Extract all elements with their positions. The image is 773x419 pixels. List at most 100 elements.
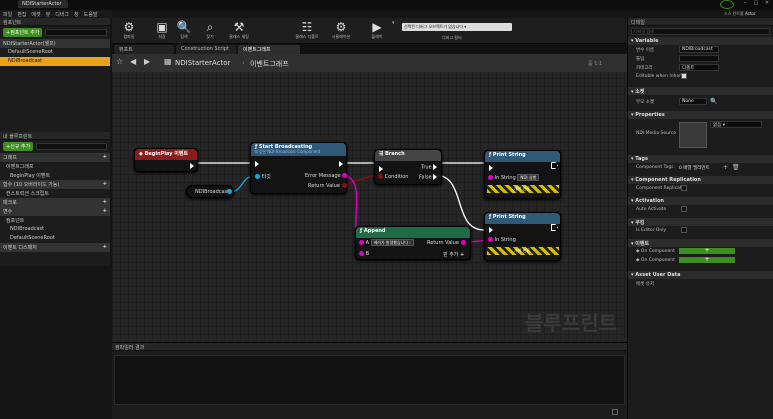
trash-icon[interactable]: 🗑 bbox=[732, 164, 740, 171]
exec-out-pin[interactable] bbox=[339, 161, 343, 167]
in-string-pin[interactable]: In String NDI 실행 bbox=[488, 174, 540, 181]
bp-item[interactable]: 컨스트럭션 스크립트 bbox=[6, 191, 49, 197]
append-a-pin[interactable]: A 에러가 발생했습니다 : bbox=[359, 239, 414, 246]
node-branch[interactable]: ⇶ Branch True Condition False bbox=[374, 149, 442, 185]
editor-only-checkbox[interactable] bbox=[681, 227, 687, 233]
add-section-icon[interactable]: + bbox=[102, 208, 107, 214]
in-string-pin[interactable]: In String bbox=[488, 237, 516, 243]
bp-item[interactable]: 이벤트그래프 bbox=[6, 164, 34, 170]
asset-thumbnail[interactable] bbox=[679, 122, 707, 148]
exec-in-pin[interactable] bbox=[489, 227, 493, 233]
breadcrumb-graph[interactable]: 이벤트그래프 bbox=[250, 60, 289, 68]
exec-out-pin[interactable] bbox=[190, 163, 194, 169]
append-b-pin[interactable]: B bbox=[359, 251, 369, 257]
components-search[interactable] bbox=[45, 29, 107, 36]
component-self[interactable]: NDIStarterActor(셀프) bbox=[0, 39, 110, 48]
window-tab[interactable]: NDIStarterActor bbox=[18, 0, 68, 8]
node-ndibroadcast-var[interactable]: NDIBroadcast bbox=[186, 185, 234, 198]
add-section-icon[interactable]: + bbox=[102, 154, 107, 160]
browse-button[interactable]: 🔍탐색 bbox=[169, 20, 199, 40]
bp-item[interactable]: DefaultSceneRoot bbox=[10, 235, 55, 241]
target-pin[interactable]: 타깃 bbox=[255, 173, 271, 180]
bp-section[interactable]: +그래프 bbox=[0, 153, 110, 162]
play-options-icon[interactable]: ▾ bbox=[392, 20, 395, 26]
section-variable[interactable]: ▾ Variable bbox=[628, 37, 773, 45]
my-blueprint-search[interactable] bbox=[36, 143, 107, 150]
exec-in-pin[interactable] bbox=[255, 161, 259, 167]
clear-results-icon[interactable] bbox=[612, 409, 618, 415]
simulation-button[interactable]: ⚙시뮬레이션 bbox=[326, 20, 356, 40]
star-icon[interactable]: ☆ bbox=[116, 57, 124, 66]
node-print-string-1[interactable]: ƒ Print String In String NDI 실행 개발 전용 bbox=[484, 150, 561, 199]
add-event-button-2[interactable]: + bbox=[679, 257, 735, 263]
compile-button[interactable]: ⚙컴파일 bbox=[114, 20, 144, 40]
breadcrumb-actor[interactable]: NDIStarterActor bbox=[175, 59, 231, 67]
bp-section[interactable]: +변수 bbox=[0, 207, 110, 216]
section-asset-user-data[interactable]: ▾ Asset User Data bbox=[628, 271, 773, 279]
exec-in-pin[interactable] bbox=[379, 166, 383, 172]
menu-edit[interactable]: 편집 bbox=[17, 12, 27, 18]
menu-asset[interactable]: 에셋 bbox=[31, 12, 41, 18]
menu-file[interactable]: 파일 bbox=[3, 12, 13, 18]
exec-out-pin[interactable] bbox=[551, 162, 558, 169]
debug-object-select[interactable]: 선택된 디버그 오브젝트가 없습니다 ▾ bbox=[402, 23, 512, 31]
append-return-pin[interactable]: Return Value bbox=[427, 240, 466, 246]
find-button[interactable]: ⌕찾기 bbox=[195, 20, 225, 40]
media-source-select[interactable]: 없음 ▾ bbox=[710, 121, 762, 128]
condition-pin[interactable]: Condition bbox=[378, 174, 408, 180]
event-graph[interactable]: ☆ ◀ ▶ ▦ NDIStarterActor › 이벤트그래프 줌 1:1 ◆… bbox=[112, 54, 627, 342]
add-event-button-1[interactable]: + bbox=[679, 248, 735, 254]
true-pin[interactable]: True bbox=[421, 164, 438, 171]
replicates-checkbox[interactable] bbox=[681, 185, 687, 191]
menu-window[interactable]: 창 bbox=[74, 12, 79, 18]
add-section-icon[interactable]: + bbox=[102, 244, 107, 250]
bp-item[interactable]: NDIBroadcast bbox=[10, 226, 45, 232]
add-section-icon[interactable]: + bbox=[102, 181, 107, 187]
details-search[interactable]: 디테일 검색 bbox=[631, 28, 770, 35]
bp-section[interactable]: +함수 (10 오버라이드 가능) bbox=[0, 180, 110, 189]
node-beginplay[interactable]: ◆ BeginPlay 이벤트 bbox=[134, 148, 198, 172]
section-tags[interactable]: ▾ Tags bbox=[628, 155, 773, 163]
bp-item[interactable]: 컴포넌트 bbox=[6, 218, 25, 224]
class-settings-button[interactable]: ⚒클래스 세팅 bbox=[224, 20, 254, 40]
component-defaultsceneroot[interactable]: DefaultSceneRoot bbox=[8, 49, 53, 55]
bp-section[interactable]: +매크로 bbox=[0, 198, 110, 207]
class-defaults-button[interactable]: ☷클래스 디폴트 bbox=[292, 20, 322, 40]
section-activation[interactable]: ▾ Activation bbox=[628, 197, 773, 205]
section-cooking[interactable]: ▾ 쿠킹 bbox=[628, 218, 773, 226]
maximize-icon[interactable]: □ bbox=[753, 0, 759, 6]
save-button[interactable]: ▣저장 bbox=[147, 20, 177, 40]
exec-in-pin[interactable] bbox=[489, 165, 493, 171]
tab-construction-script[interactable]: Construction Script bbox=[176, 45, 236, 54]
add-tag-icon[interactable]: + bbox=[723, 164, 729, 171]
section-events[interactable]: ▾ 이벤트 bbox=[628, 239, 773, 247]
exec-out-pin[interactable] bbox=[551, 224, 558, 231]
section-properties[interactable]: ▾ Properties bbox=[628, 111, 773, 119]
component-ndibroadcast[interactable]: NDIBroadcast bbox=[0, 57, 110, 66]
forward-icon[interactable]: ▶ bbox=[144, 57, 151, 66]
close-icon[interactable]: ✕ bbox=[764, 0, 770, 6]
add-component-button[interactable]: +컴포넌트 추가 bbox=[3, 28, 43, 37]
menu-view[interactable]: 뷰 bbox=[45, 12, 51, 18]
tab-viewport[interactable]: 뷰포트 bbox=[114, 45, 174, 54]
auto-activate-checkbox[interactable] bbox=[681, 206, 687, 212]
socket-search-icon[interactable]: 🔍 bbox=[710, 98, 718, 105]
return-value-pin[interactable]: Return Value bbox=[308, 183, 347, 189]
minimize-icon[interactable]: – bbox=[743, 0, 747, 6]
false-pin[interactable]: False bbox=[419, 174, 438, 181]
add-section-icon[interactable]: + bbox=[102, 199, 107, 205]
error-message-pin[interactable]: Error Message bbox=[305, 173, 348, 179]
bp-item[interactable]: BeginPlay 이벤트 bbox=[10, 173, 51, 179]
section-socket[interactable]: ▾ 소켓 bbox=[628, 87, 773, 95]
node-append[interactable]: ƒ Append A 에러가 발생했습니다 : Return Value B 핀… bbox=[355, 226, 471, 260]
section-replication[interactable]: ▾ Component Replication bbox=[628, 176, 773, 184]
add-new-button[interactable]: +신규 추가 bbox=[3, 142, 34, 151]
menu-help[interactable]: 도움말 bbox=[83, 12, 98, 18]
menu-debug[interactable]: 디버그 bbox=[55, 12, 70, 18]
play-button[interactable]: ▶플레이 bbox=[362, 20, 392, 40]
tab-event-graph[interactable]: 이벤트그래프 bbox=[238, 45, 300, 54]
back-icon[interactable]: ◀ bbox=[130, 57, 137, 66]
editable-checkbox[interactable] bbox=[681, 73, 687, 79]
bp-section[interactable]: +이벤트 디스패처 bbox=[0, 243, 110, 252]
